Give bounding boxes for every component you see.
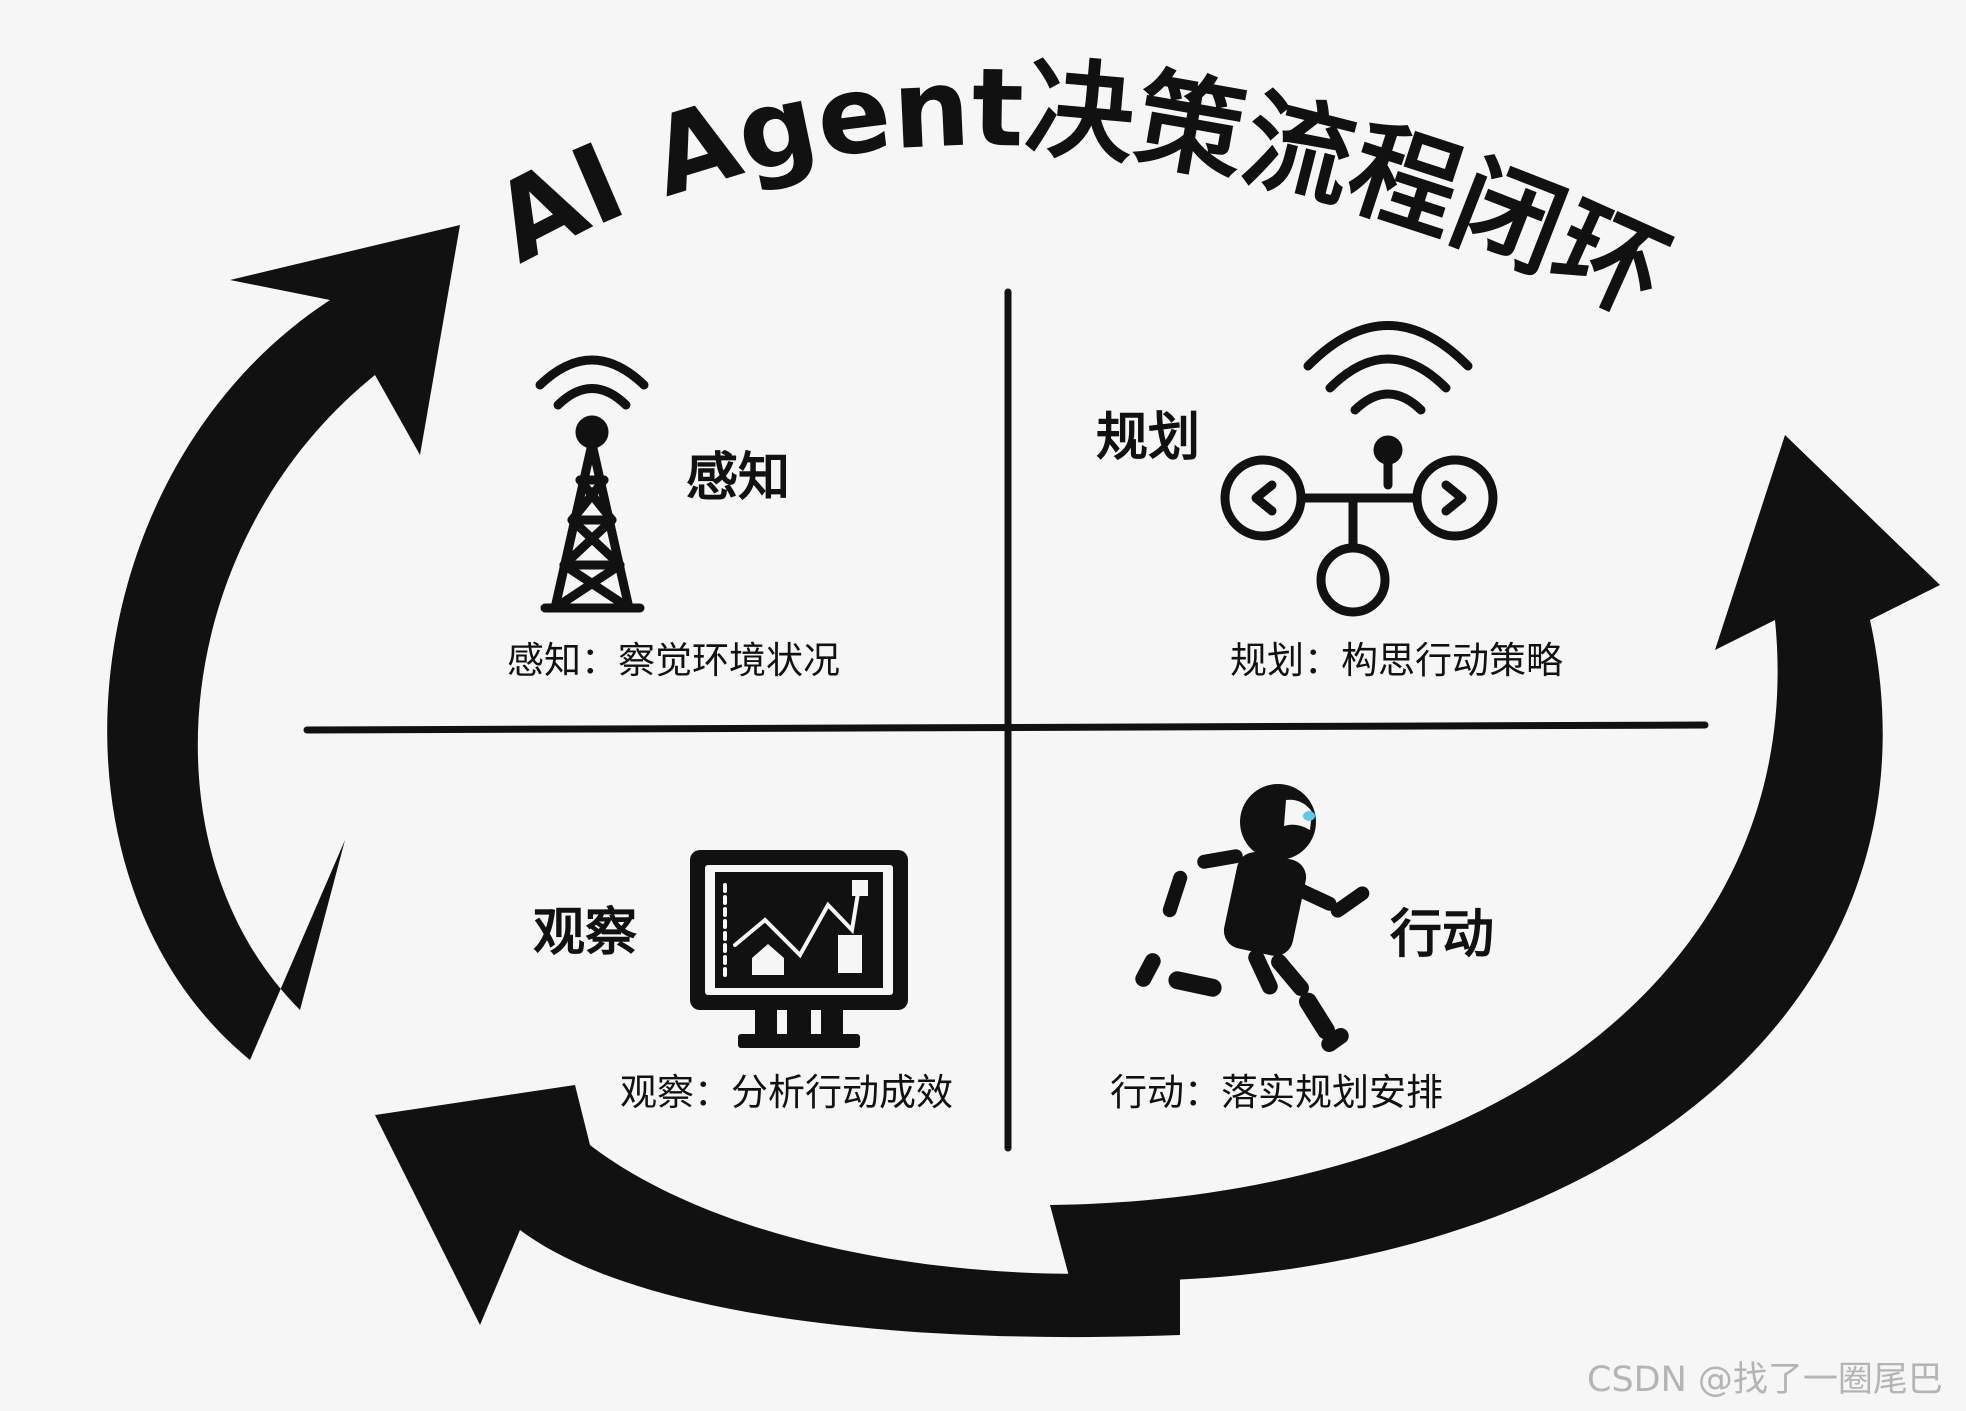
quadrant-planning: 规划 规划：构思行动策略: [1096, 321, 1563, 682]
cycle-arrows: [107, 225, 1940, 1338]
watermark: CSDN @找了一圈尾巴: [1587, 1360, 1943, 1400]
observation-label: 观察: [533, 903, 637, 963]
planning-caption: 规划：构思行动策略: [1230, 639, 1563, 682]
perception-caption: 感知：察觉环境状况: [507, 639, 840, 682]
running-robot-icon: [1135, 784, 1370, 1053]
network-nodes-icon: [1220, 321, 1498, 617]
quadrant-perception: 感知 感知：察觉环境状况: [507, 355, 840, 682]
monitor-chart-icon: [690, 850, 908, 1048]
action-caption: 行动：落实规划安排: [1110, 1071, 1443, 1114]
quadrant-action: 行动 行动：落实规划安排: [1110, 784, 1494, 1114]
planning-label: 规划: [1096, 408, 1200, 468]
cycle-arrow-bottom: [375, 1085, 1180, 1338]
radio-tower-icon: [535, 355, 649, 613]
diagram-title: AI Agent决策流程闭环: [474, 45, 1684, 340]
quadrant-observation: 观察 观察：分析行动成效: [533, 850, 953, 1114]
quadrant-dividers: [303, 288, 1709, 1152]
action-label: 行动: [1390, 905, 1494, 965]
observation-caption: 观察：分析行动成效: [620, 1071, 953, 1114]
perception-label: 感知: [686, 448, 790, 508]
divider-horizontal: [303, 721, 1709, 734]
robot-eye: [1303, 811, 1315, 821]
cycle-arrow-right: [1050, 435, 1940, 1282]
cycle-arrow-left: [107, 225, 460, 1060]
